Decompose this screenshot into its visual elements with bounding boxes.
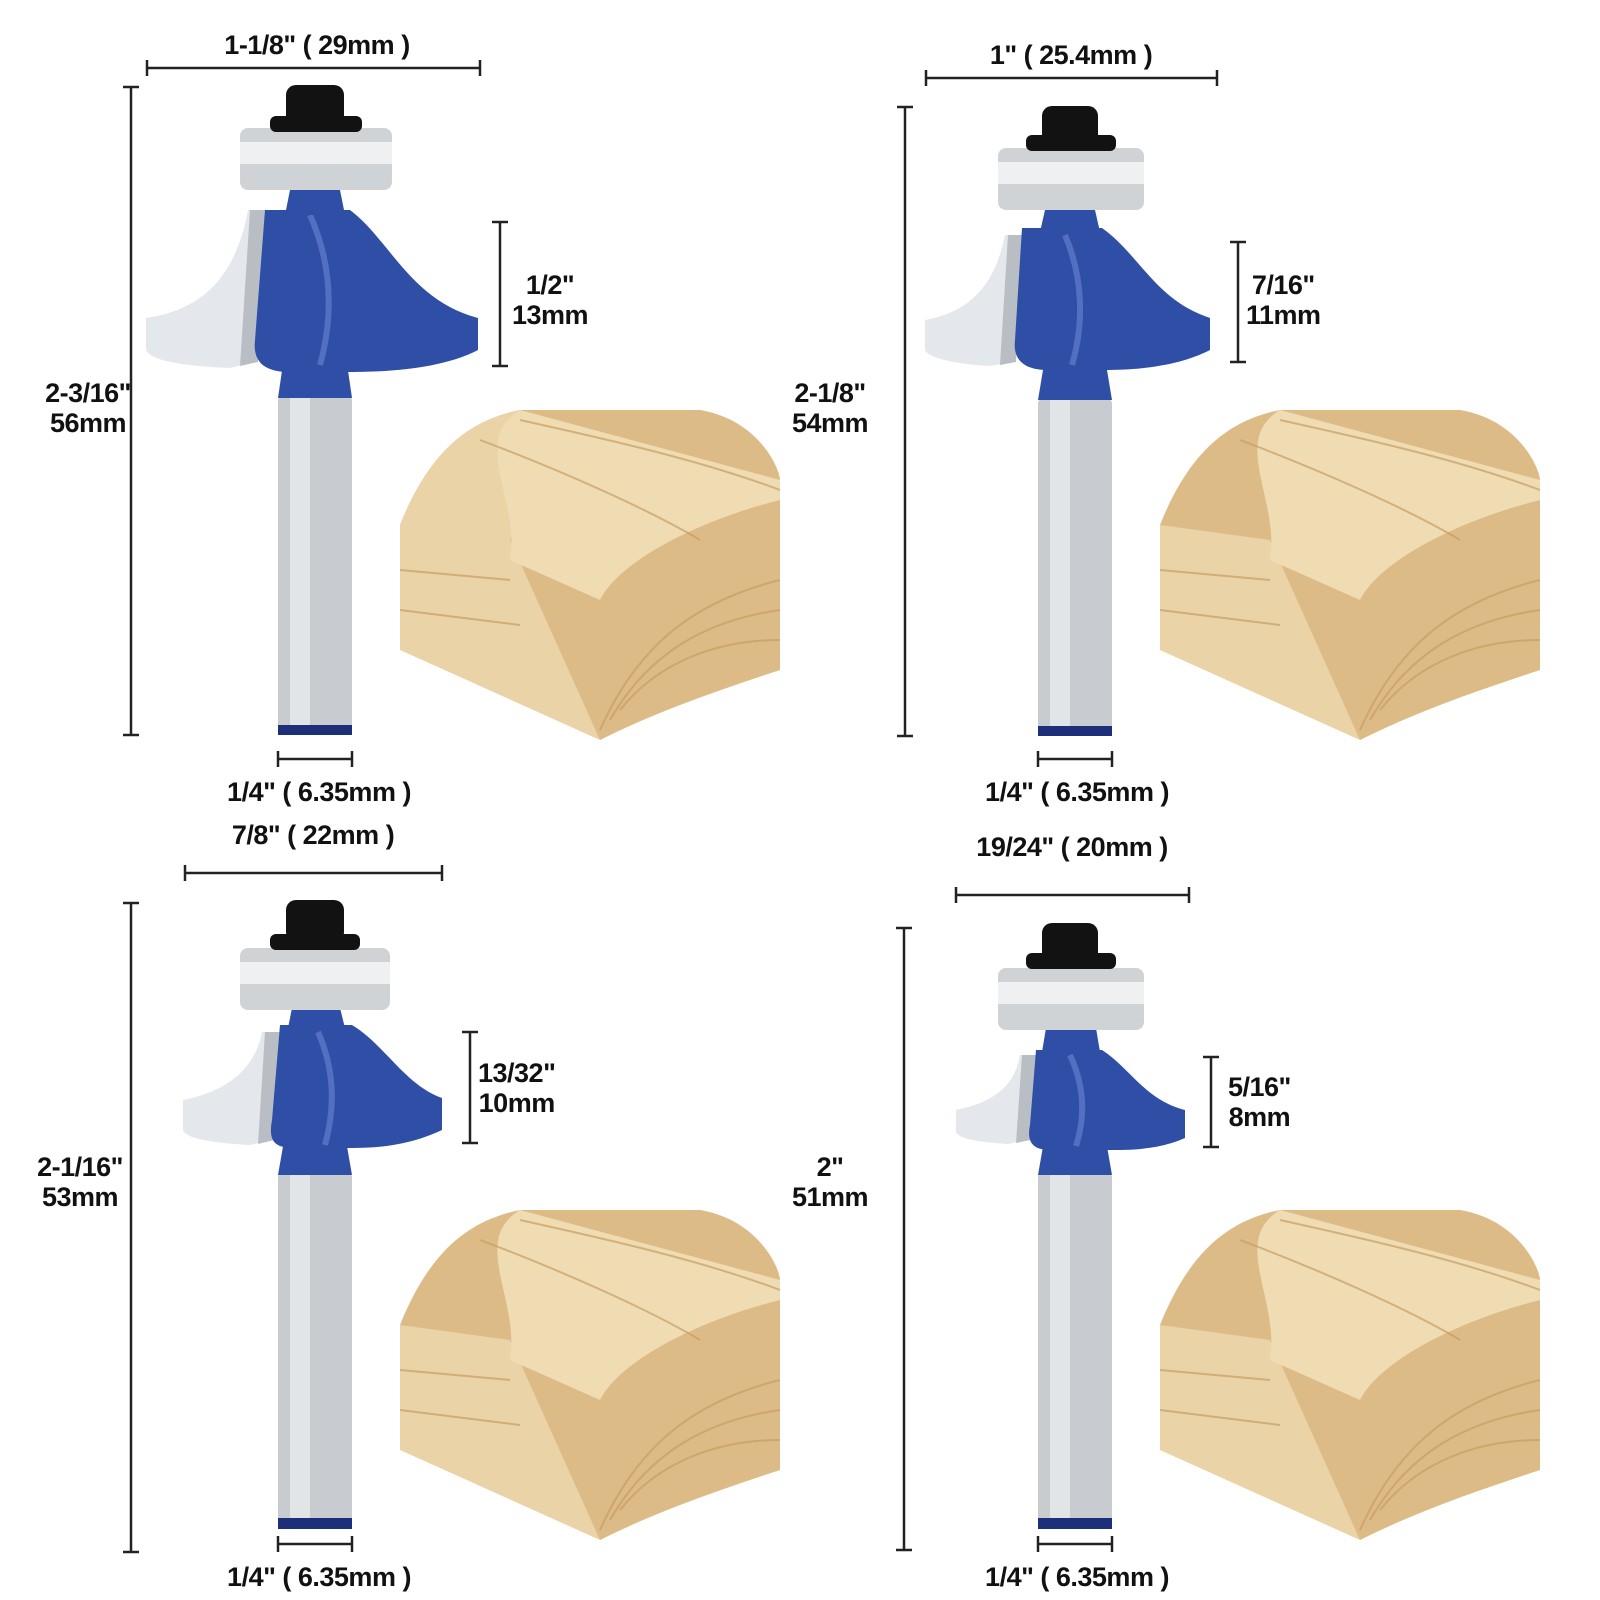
dimension-lines [896,887,1219,1552]
overall-width-label: 7/8" ( 22mm ) [231,820,395,850]
router-bit [925,106,1210,736]
overall-width-label: 19/24" ( 20mm ) [976,832,1168,862]
cut-height-mm: 11mm [1246,300,1321,330]
cut-height-label: 13/32" 10mm [478,1058,556,1118]
router-bit-panel-top-right: 1" ( 25.4mm ) 2-1/8" 54mm 7/16" 11mm 1/4… [780,0,1580,807]
overall-width-label: 1" ( 25.4mm ) [989,40,1153,70]
overall-height-label: 2-1/16" 53mm [30,1152,130,1212]
overall-height-mm: 56mm [49,408,127,438]
router-bit-illustration [123,60,781,767]
wood-block [399,410,781,740]
cut-height-mm: 8mm [1228,1102,1291,1132]
wood-block [1159,1210,1541,1540]
wood-block [1159,410,1541,740]
cut-height-inch: 13/32" [478,1058,556,1088]
router-bit-illustration [123,865,781,1554]
overall-height-inch: 2-3/16" [45,378,131,408]
cut-height-label: 1/2" 13mm [512,270,589,330]
router-bit [183,900,442,1529]
overall-height-label: 2-1/8" 54mm [780,378,880,438]
shank-diameter-label: 1/4" ( 6.35mm ) [227,777,411,807]
router-bit-panel-bottom-left: 7/8" ( 22mm ) 2-1/16" 53mm 13/32" 10mm 1… [0,800,800,1600]
router-bit [956,923,1185,1529]
dimension-lines [123,60,508,767]
cut-height-mm: 13mm [512,300,589,330]
router-bit-panel-bottom-right: 19/24" ( 20mm ) 2" 51mm 5/16" 8mm 1/4" (… [780,800,1580,1600]
overall-width-label: 1-1/8" ( 29mm ) [224,30,410,60]
wood-block [399,1210,781,1540]
router-bit-illustration [896,887,1541,1552]
router-bit-panel-top-left: 1-1/8" ( 29mm ) 2-3/16" 56mm 1/2" 13mm 1… [0,0,800,807]
overall-height-mm: 51mm [791,1182,869,1212]
cut-height-mm: 10mm [478,1088,556,1118]
dimension-lines [897,70,1246,767]
cut-height-inch: 1/2" [525,270,575,300]
cut-height-inch: 7/16" [1251,270,1315,300]
overall-height-label: 2" 51mm [792,1152,869,1212]
shank-diameter-label: 1/4" ( 6.35mm ) [227,1562,411,1592]
dimension-lines [123,865,478,1554]
overall-height-inch: 2" [816,1152,844,1182]
cut-height-label: 7/16" 11mm [1246,270,1321,330]
shank-diameter-label: 1/4" ( 6.35mm ) [985,1562,1169,1592]
overall-height-inch: 2-1/8" [794,378,866,408]
overall-height-inch: 2-1/16" [37,1152,123,1182]
cut-height-label: 5/16" 8mm [1228,1072,1291,1132]
router-bit-illustration [897,70,1541,767]
overall-height-mm: 54mm [791,408,869,438]
router-bit [146,85,478,735]
cut-height-inch: 5/16" [1228,1072,1291,1102]
overall-height-mm: 53mm [41,1182,119,1212]
overall-height-label: 2-3/16" 56mm [40,378,136,438]
shank-diameter-label: 1/4" ( 6.35mm ) [985,777,1169,807]
